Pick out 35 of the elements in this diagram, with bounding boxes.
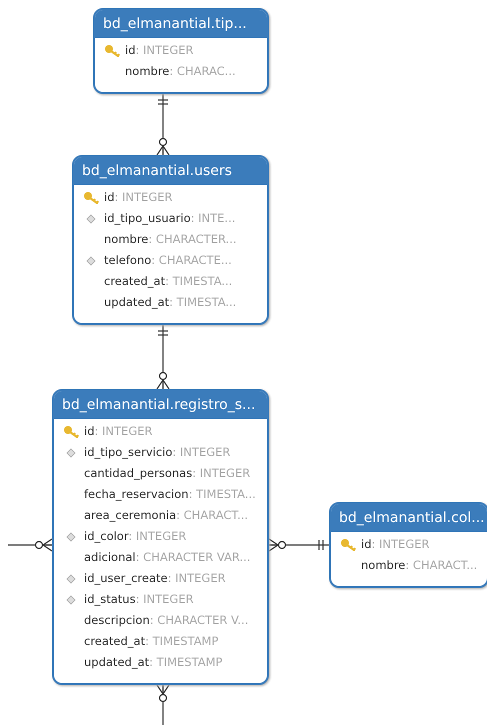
table-header: bd_elmanantial.tip... (95, 10, 267, 38)
field-text: cantidad_personas: INTEGER (84, 466, 250, 480)
relationship-line (156, 325, 170, 390)
field-text: updated_at: TIMESTAMP (84, 655, 222, 669)
table-header: bd_elmanantial.col... (331, 504, 487, 532)
field-text: telefono: CHARACTE... (104, 253, 232, 267)
table-card (72, 155, 269, 325)
field-text: id_tipo_usuario: INTE... (104, 211, 236, 225)
table-card (329, 502, 487, 588)
field-text: descripcion: CHARACTER V... (84, 613, 248, 627)
field-text: id: INTEGER (84, 424, 152, 438)
field-text: nombre: CHARAC... (125, 64, 236, 78)
table-card (52, 389, 269, 685)
field-text: adicional: CHARACTER VAR... (84, 550, 250, 564)
field-text: id: INTEGER (361, 537, 430, 551)
relationship-line (8, 538, 53, 552)
table-card (93, 8, 269, 94)
field-text: id: INTEGER (104, 190, 172, 204)
field-text: created_at: TIMESTA... (104, 274, 232, 288)
relationship-line (156, 94, 170, 156)
field-text: id_color: INTEGER (84, 529, 186, 543)
field-text: fecha_reservacion: TIMESTA... (84, 487, 256, 501)
field-text: id_user_create: INTEGER (84, 571, 226, 585)
field-text: area_ceremonia: CHARACT... (84, 508, 248, 522)
field-text: nombre: CHARACTER... (104, 232, 237, 246)
field-text: id_tipo_servicio: INTEGER (84, 445, 230, 459)
field-text: updated_at: TIMESTA... (104, 295, 236, 309)
table-header: bd_elmanantial.users (74, 157, 267, 185)
field-text: created_at: TIMESTAMP (84, 634, 218, 648)
field-text: id_status: INTEGER (84, 592, 194, 606)
field-text: id: INTEGER (125, 43, 194, 57)
relationship-line (156, 684, 170, 725)
relationship-line (268, 538, 329, 552)
field-text: nombre: CHARACT... (361, 558, 478, 572)
table-header: bd_elmanantial.registro_s... (54, 391, 267, 419)
